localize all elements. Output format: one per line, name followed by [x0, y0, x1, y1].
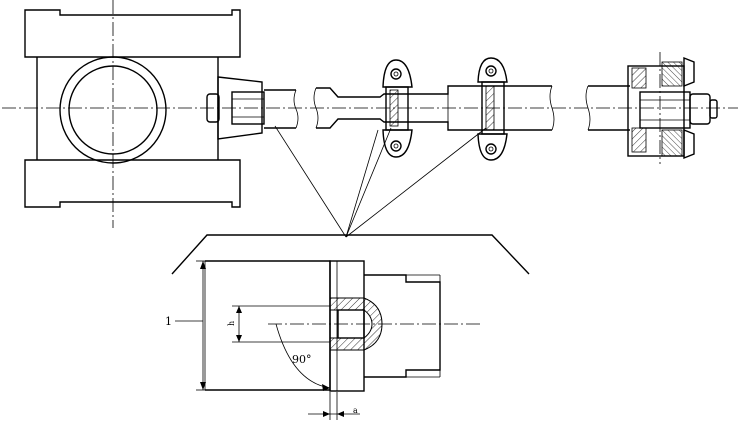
right-nut-assembly: [627, 52, 718, 164]
left-nut-assembly: [206, 76, 299, 140]
callout-1-label: 1: [165, 315, 172, 328]
right-shaft-stub: [585, 85, 630, 131]
dim-h-label: h: [227, 321, 236, 326]
shaft-section: [313, 85, 555, 131]
leader-lines: [274, 125, 487, 238]
detail-view: [175, 260, 480, 420]
detail-frame: [171, 234, 530, 275]
housing-block: [24, 0, 241, 228]
clamp-collar-2: [477, 57, 508, 161]
angle-label: 90°: [292, 353, 312, 366]
clamp-collar-1: [382, 59, 413, 158]
dim-a-label: a: [353, 406, 358, 415]
